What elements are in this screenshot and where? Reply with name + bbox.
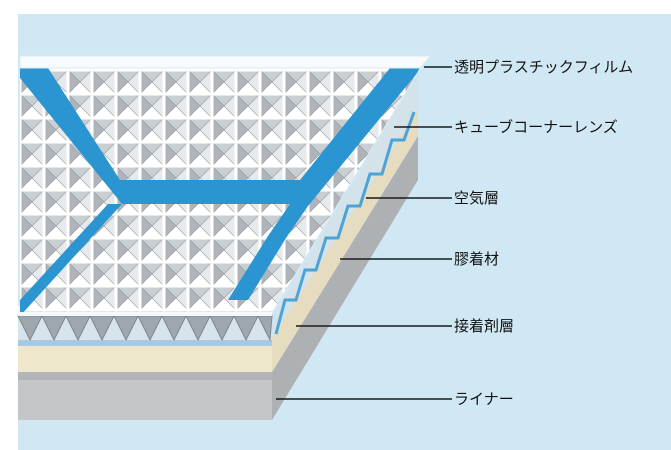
- side-layers: [272, 74, 418, 420]
- label-air-layer: 空気層: [454, 189, 500, 207]
- liner-side: [272, 136, 418, 420]
- label-liner: ライナー: [454, 390, 514, 408]
- label-cube-corner-lens: キューブコーナーレンズ: [454, 118, 618, 136]
- label-adhesive-layer: 接着剤層: [454, 317, 515, 335]
- glue-line: [18, 340, 272, 346]
- adhesive-front: [18, 346, 272, 372]
- prism-teeth: [17, 314, 273, 342]
- cube-side: [272, 74, 418, 338]
- label-transparent-film: 透明プラスチックフィルム: [454, 58, 634, 76]
- blue-band: [20, 68, 420, 300]
- label-bonding-material: 膠着材: [454, 250, 500, 268]
- leader-lines: [276, 66, 452, 400]
- front-layers: [17, 306, 273, 420]
